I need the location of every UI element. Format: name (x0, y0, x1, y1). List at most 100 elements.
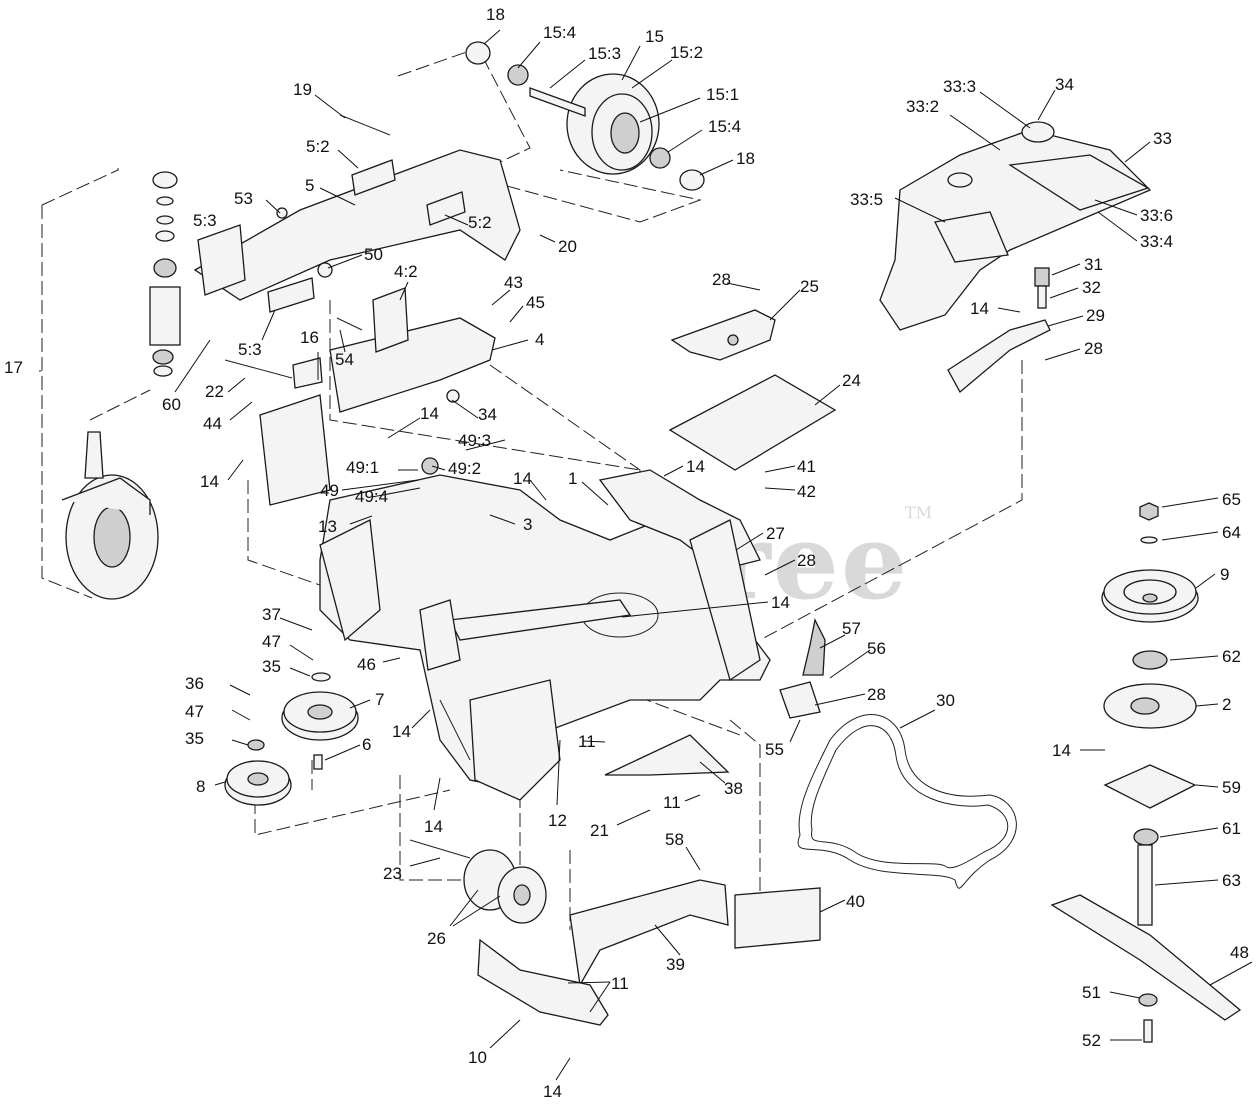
callout-label: 24 (842, 371, 861, 390)
callout-label: 12 (548, 811, 567, 830)
idler-bracket (947, 267, 1051, 394)
callout-label: 14 (771, 593, 790, 612)
callout-label: 17 (4, 358, 23, 377)
callout-label: 14 (513, 469, 532, 488)
callout-label: 28 (867, 685, 886, 704)
callout-label: 5:2 (468, 213, 492, 232)
callout-label: 58 (665, 830, 684, 849)
callout-label: 3 (523, 515, 532, 534)
callout-label: 25 (800, 277, 819, 296)
callout-label: 51 (1082, 983, 1101, 1002)
callout-label: 41 (797, 457, 816, 476)
callout-label: 37 (262, 605, 281, 624)
callout-label: 16 (300, 328, 319, 347)
callout-label: 14 (200, 472, 219, 491)
callout-label: 55 (765, 740, 784, 759)
callout-label: 48 (1230, 943, 1249, 962)
callout-label: 14 (686, 457, 705, 476)
callout-label: 11 (578, 732, 596, 751)
callout-label: 33:6 (1140, 206, 1173, 225)
callout-label: 49:4 (355, 487, 388, 506)
callout-label: 33:5 (850, 190, 883, 209)
callout-label: 36 (185, 674, 204, 693)
callout-label: 34 (1055, 75, 1074, 94)
callout-label: 5:3 (238, 340, 262, 359)
callout-label: 38 (724, 779, 743, 798)
callout-label: 15:4 (543, 23, 576, 42)
callout-label: 15:3 (588, 44, 621, 63)
callout-label: 14 (420, 404, 439, 423)
callout-label: 21 (590, 821, 609, 840)
cover-plates (668, 309, 837, 471)
callout-label: 49:2 (448, 459, 481, 478)
deck-bracket (224, 287, 496, 506)
callout-label: 13 (318, 517, 337, 536)
callout-label: 50 (364, 245, 383, 264)
callout-label: 39 (666, 955, 685, 974)
assembly-guide-lines (41, 47, 1023, 930)
callout-label: 10 (468, 1048, 487, 1067)
callout-label: 6 (362, 735, 371, 754)
deck-arm-assembly (193, 114, 521, 313)
callout-label: 28 (712, 270, 731, 289)
callout-label: 40 (846, 892, 865, 911)
callout-label: 33:3 (943, 77, 976, 96)
callout-label: 28 (797, 551, 816, 570)
callout-label: 60 (162, 395, 181, 414)
callout-label: 52 (1082, 1031, 1101, 1050)
callout-label: 18 (736, 149, 755, 168)
callout-label: 15:2 (670, 43, 703, 62)
callout-label: 65 (1222, 490, 1241, 509)
callout-label: 31 (1084, 255, 1103, 274)
drive-belt (797, 714, 1017, 889)
callout-label: 4 (535, 330, 544, 349)
callout-label: 5 (305, 176, 314, 195)
callout-label: 61 (1222, 819, 1241, 838)
callout-label: 33:2 (906, 97, 939, 116)
callout-label: 49:3 (458, 431, 491, 450)
callout-label: 35 (262, 657, 281, 676)
callout-label: 64 (1222, 523, 1241, 542)
callout-label: 11 (663, 793, 681, 812)
callout-label: 15 (645, 27, 664, 46)
callout-label: 7 (375, 690, 384, 709)
callout-label: 33:4 (1140, 232, 1173, 251)
callout-label: 14 (424, 817, 443, 836)
deck-baffles (477, 618, 826, 1026)
callout-label: 26 (427, 929, 446, 948)
callout-label: 47 (262, 632, 281, 651)
idler-pulleys (224, 672, 359, 806)
callout-label: 14 (543, 1082, 562, 1101)
callout-label: 14 (970, 299, 989, 318)
callout-label: 8 (196, 777, 205, 796)
callout-label: 35 (185, 729, 204, 748)
callout-label: 49:1 (346, 458, 379, 477)
callout-label: 5:3 (193, 211, 217, 230)
callout-label: 56 (867, 639, 886, 658)
callout-label: 62 (1222, 647, 1241, 666)
callout-label: 14 (1052, 741, 1071, 760)
callout-label: 14 (392, 722, 411, 741)
callout-label: 15:1 (706, 85, 739, 104)
callout-label: 18 (486, 5, 505, 24)
callout-label: 22 (205, 382, 224, 401)
callout-label: 45 (526, 293, 545, 312)
front-wheel-assembly (465, 41, 705, 191)
anti-scalp-rollers (409, 839, 547, 924)
callout-label: 20 (558, 237, 577, 256)
callout-label: 9 (1220, 565, 1229, 584)
callout-label: 28 (1084, 339, 1103, 358)
callout-label: 33 (1153, 129, 1172, 148)
callout-label: 44 (203, 414, 222, 433)
watermark-trademark: TM (905, 503, 932, 522)
callout-label: 5:2 (306, 137, 330, 156)
callout-label: 32 (1082, 278, 1101, 297)
callout-label: 42 (797, 482, 816, 501)
callout-label: 43 (504, 273, 523, 292)
caster-wheel-assembly (61, 171, 181, 600)
callout-label: 59 (1222, 778, 1241, 797)
callout-labels: 18 15:4 15:3 15 15:2 15:1 15:4 18 19 5:2… (4, 5, 1249, 1101)
callout-label: 4:2 (394, 262, 418, 281)
callout-label: 46 (357, 655, 376, 674)
